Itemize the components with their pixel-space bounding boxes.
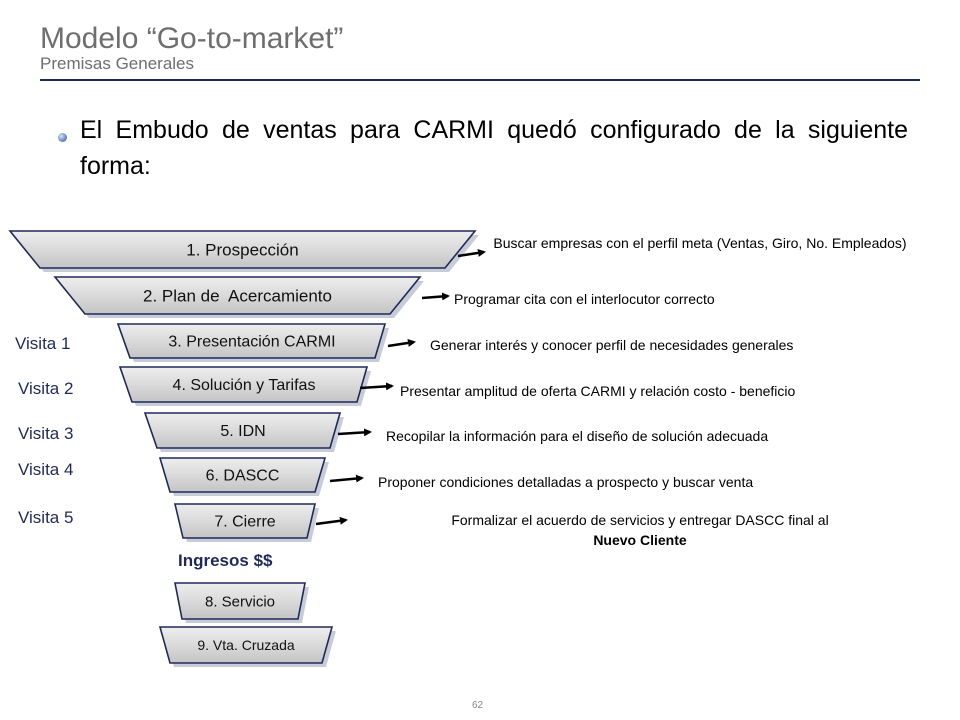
funnel-stage-3: 3. Presentación CARMI	[116, 323, 389, 362]
funnel-stage-shape	[118, 366, 369, 403]
stage-arrow-4	[359, 382, 394, 391]
funnel-stage-label: 2. Plan de Acercamiento	[143, 286, 332, 305]
page-subtitle: Premisas Generales	[40, 54, 195, 73]
stage-arrow-5	[337, 428, 372, 437]
funnel-stage-8: 8. Servicio	[174, 582, 309, 623]
funnel-stage-shape	[158, 457, 327, 493]
funnel-stage-shape	[158, 626, 334, 664]
stage-description-1: Buscar empresas con el perfil meta (Vent…	[493, 235, 907, 251]
stage-arrow-6	[329, 474, 364, 483]
funnel-stage-6: 6. DASCC	[158, 457, 329, 496]
funnel-stage-2: 2. Plan de Acercamiento	[53, 276, 424, 318]
stage-arrow-7	[315, 516, 348, 526]
visit-label-4: Visita 4	[18, 460, 74, 479]
page-number: 62	[472, 700, 484, 711]
visit-label-2: Visita 2	[18, 379, 74, 398]
funnel-stage-label: 8. Servicio	[205, 593, 275, 610]
funnel-stage-label: 4. Solución y Tarifas	[173, 377, 316, 394]
visit-label-1: Visita 1	[15, 334, 71, 353]
page-title: Modelo “Go-to-market”	[40, 22, 344, 55]
funnel-stage-label: 9. Vta. Cruzada	[197, 637, 294, 653]
funnel-stage-shape	[174, 582, 306, 620]
funnel-stage-4: 4. Solución y Tarifas	[118, 366, 371, 406]
visit-label-5: Visita 5	[18, 508, 74, 527]
funnel-stage-shape	[8, 230, 477, 269]
stage-arrow-2	[421, 292, 450, 301]
funnel-stage-label: 7. Cierre	[214, 514, 275, 531]
stage-description-7: Formalizar el acuerdo de servicios y ent…	[370, 510, 910, 550]
funnel-stage-label: 3. Presentación CARMI	[168, 334, 335, 351]
stage-description-7-line: Formalizar el acuerdo de servicios y ent…	[451, 512, 829, 528]
bullet-text: El Embudo de ventas para CARMI quedó con…	[80, 116, 908, 180]
stage-description-5: Recopilar la información para el diseño …	[386, 428, 769, 444]
funnel-stage-label: 1. Prospección	[186, 240, 298, 259]
stage-arrow-1	[457, 248, 486, 258]
funnel-stage-shape	[116, 323, 387, 359]
funnel-stage-shape	[173, 503, 317, 539]
stage-description-6: Proponer condiciones detalladas a prospe…	[378, 474, 754, 490]
funnel-stage-7: 7. Cierre	[173, 503, 319, 542]
stage-description-7-bold: Nuevo Cliente	[593, 532, 687, 548]
funnel-stages: 1. Prospección 2. Plan de Acercamiento 3. …	[8, 230, 479, 667]
title-divider	[40, 79, 920, 81]
stage-description-4: Presentar amplitud de oferta CARMI y rel…	[400, 383, 796, 399]
funnel-stage-shape	[143, 412, 342, 449]
funnel-arrows	[315, 248, 486, 526]
bullet-icon	[58, 133, 67, 142]
funnel-stage-shape	[53, 276, 422, 315]
funnel-stage-1: 1. Prospección	[8, 230, 479, 272]
stage-arrow-3	[387, 338, 416, 348]
stage-description-3: Generar interés y conocer perfil de nece…	[430, 337, 794, 353]
visit-label-3: Visita 3	[18, 424, 74, 443]
income-label: Ingresos $$	[178, 551, 273, 570]
funnel-stage-5: 5. IDN	[143, 412, 344, 452]
funnel-stage-label: 5. IDN	[220, 423, 265, 440]
funnel-stage-9: 9. Vta. Cruzada	[158, 626, 336, 667]
funnel-stage-label: 6. DASCC	[206, 468, 280, 485]
stage-description-2: Programar cita con el interlocutor corre…	[454, 291, 715, 307]
